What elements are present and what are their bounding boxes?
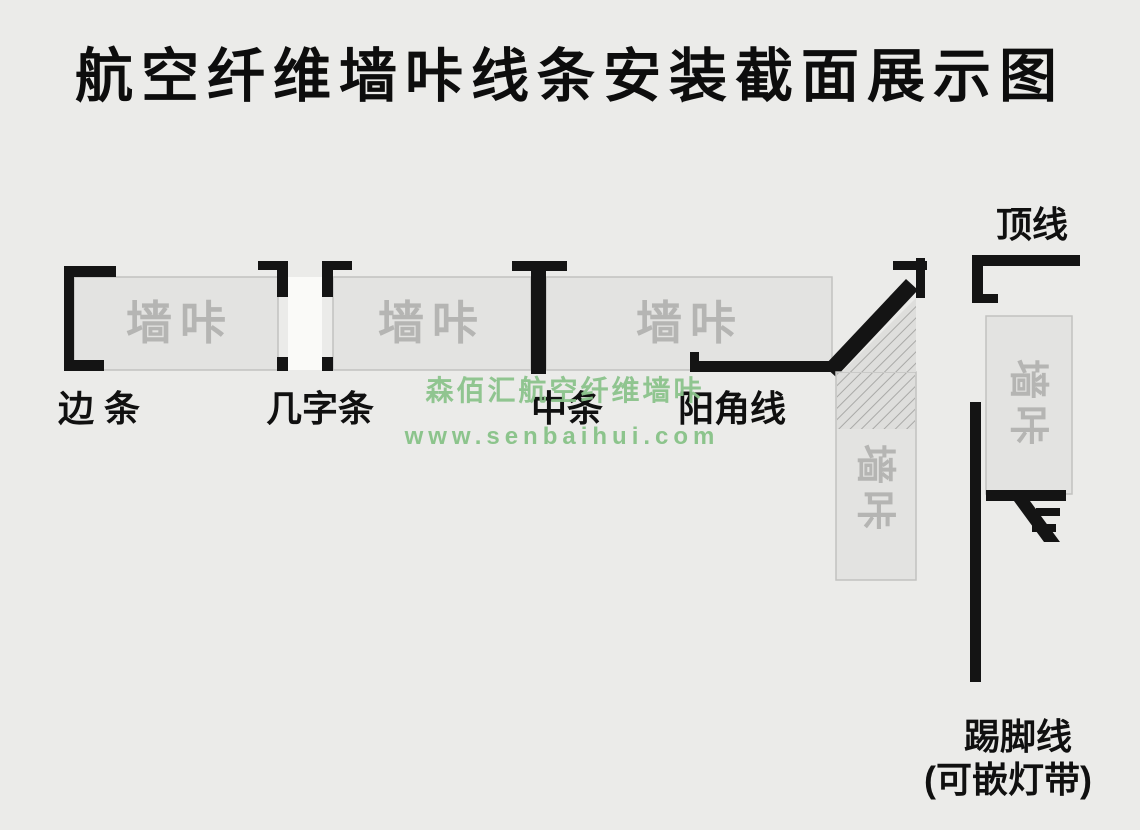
middle-strip-profile bbox=[512, 261, 567, 374]
crown-label: 顶线 bbox=[996, 204, 1068, 245]
trim-segment bbox=[972, 255, 983, 303]
trim-segment bbox=[690, 361, 836, 372]
mitre-hatch bbox=[837, 373, 915, 429]
panel-gap bbox=[288, 277, 322, 370]
trim-segment bbox=[277, 261, 288, 297]
crown-line-profile bbox=[972, 255, 1080, 303]
wall-panel bbox=[545, 276, 833, 371]
trim-diagonal bbox=[824, 279, 918, 377]
panel-section-1: 墙咔 bbox=[73, 276, 279, 371]
trim-segment bbox=[322, 357, 333, 371]
panel-section-3: 墙咔 bbox=[545, 276, 833, 371]
trim-segment bbox=[277, 357, 288, 371]
trim-segment bbox=[322, 261, 352, 270]
page-title: 航空纤维墙咔线条安装截面展示图 bbox=[75, 44, 1065, 109]
middle-strip-label: 中条 bbox=[531, 388, 603, 429]
wall-panel bbox=[73, 276, 279, 371]
wall-line bbox=[970, 402, 981, 682]
panel-section-vertical: 墙咔 bbox=[835, 298, 917, 581]
jizi-strip-label: 几字条 bbox=[266, 388, 374, 429]
trim-segment bbox=[64, 266, 116, 277]
panel-watermark-text: 墙咔 bbox=[853, 444, 897, 536]
skirting-label: 踢脚线 bbox=[964, 716, 1072, 757]
skirting-profile bbox=[970, 402, 1066, 682]
trim-segment bbox=[258, 261, 288, 270]
corner-line-profile bbox=[690, 258, 927, 377]
trim-segment bbox=[972, 255, 1080, 266]
trim-segment bbox=[64, 360, 104, 371]
panel-section-right: 墙咔 bbox=[985, 315, 1073, 495]
edge-strip-label: 边 条 bbox=[58, 388, 140, 429]
trim-segment bbox=[986, 490, 1066, 501]
trim-segment bbox=[531, 261, 546, 374]
watermark-brand: 森佰汇航空纤维墙咔 bbox=[425, 374, 704, 406]
trim-segment bbox=[322, 261, 333, 297]
wall-panel bbox=[985, 315, 1073, 495]
trim-segment bbox=[893, 261, 927, 270]
panel-section-2: 墙咔 bbox=[332, 276, 532, 371]
panel-watermark-text: 墙咔 bbox=[126, 297, 234, 349]
mitre-hatch bbox=[842, 298, 916, 372]
trim-segment bbox=[1036, 508, 1060, 516]
panel-watermark-text: 墙咔 bbox=[378, 297, 486, 349]
panel-watermark-text: 墙咔 bbox=[1006, 359, 1050, 451]
panel-watermark-text: 墙咔 bbox=[636, 297, 744, 349]
watermark-url: www.senbaihui.com bbox=[404, 423, 720, 450]
jizi-strip-profile bbox=[258, 261, 352, 371]
trim-segment bbox=[64, 266, 74, 371]
trim-segment bbox=[1032, 524, 1056, 532]
trim-segment bbox=[916, 258, 925, 298]
skirting-sublabel: (可嵌灯带) bbox=[924, 759, 1092, 800]
wall-panel bbox=[332, 276, 532, 371]
corner-line-label: 阳角线 bbox=[678, 388, 786, 429]
edge-strip-profile bbox=[64, 266, 116, 371]
trim-segment bbox=[972, 294, 998, 303]
